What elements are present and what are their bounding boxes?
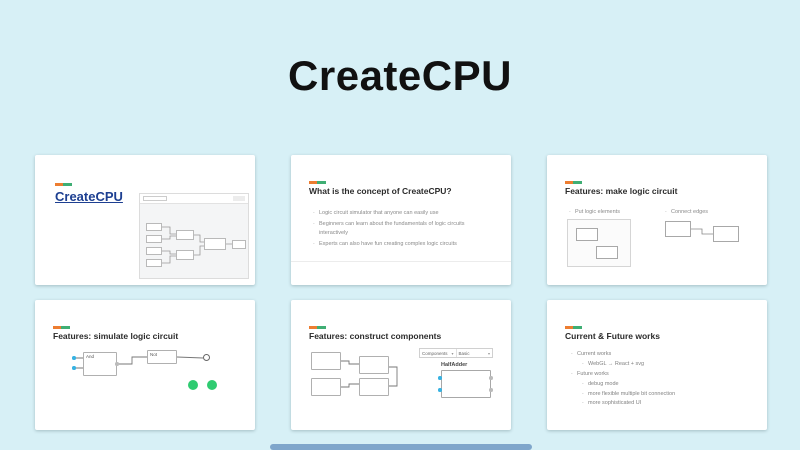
slide-thumbnail-title[interactable]: CreateCPU — [35, 155, 255, 285]
input-port — [438, 376, 442, 380]
gate-label: And — [86, 354, 95, 359]
components-dropdown-label: Components — [422, 350, 448, 356]
input-port[interactable] — [72, 356, 76, 360]
accent-green-segment — [317, 181, 326, 184]
mini-element — [359, 356, 389, 374]
app-toolbar — [140, 194, 248, 204]
mini-editor-panel — [567, 219, 631, 267]
and-gate: And — [83, 352, 117, 376]
slide-title: Current & Future works — [565, 331, 660, 341]
accent-orange-segment — [53, 326, 61, 329]
circuit-wires — [75, 356, 204, 369]
accent-green-segment — [63, 183, 72, 186]
category-dropdown-label: Basic — [458, 350, 470, 356]
accent-orange-segment — [565, 181, 573, 184]
accent-green-segment — [317, 326, 326, 329]
input-port — [438, 388, 442, 392]
slide-thumbnail-simulate[interactable]: Features: simulate logic circuit And Not — [35, 300, 255, 430]
mini-element — [596, 246, 618, 259]
accent-green-segment — [61, 326, 70, 329]
page-title: CreateCPU — [288, 52, 512, 99]
accent-bar — [309, 326, 326, 329]
gate-label: Not — [150, 352, 158, 357]
mini-element — [146, 259, 162, 267]
chevron-down-icon: ▾ — [487, 350, 490, 356]
slide-title: CreateCPU — [55, 189, 123, 204]
bullet-item: Put logic elements — [569, 209, 620, 215]
mini-element — [146, 247, 162, 255]
slide-title: Features: make logic circuit — [565, 186, 678, 196]
accent-bar — [565, 181, 582, 184]
halfadder-label: HalfAdder — [441, 362, 468, 368]
accent-orange-segment — [55, 183, 63, 186]
list-item: Current works — [571, 350, 675, 360]
input-port[interactable] — [72, 366, 76, 370]
output-port — [115, 362, 119, 366]
accent-orange-segment — [565, 326, 573, 329]
accent-bar — [565, 326, 582, 329]
slide-title: What is the concept of CreateCPU? — [309, 186, 452, 196]
accent-green-segment — [573, 181, 582, 184]
mini-element — [311, 352, 341, 370]
halfadder-component — [441, 370, 491, 398]
bullet-item: Experts can also have fun creating compl… — [313, 240, 493, 249]
chevron-down-icon: ▾ — [451, 350, 454, 356]
accent-green-segment — [573, 326, 582, 329]
list-item: more sophisticated UI — [582, 399, 675, 409]
mini-element — [359, 378, 389, 396]
output-lamp — [203, 354, 210, 361]
mini-element — [232, 240, 246, 249]
mini-element — [176, 250, 194, 260]
list-item: more flexible multiple bit connection — [582, 390, 675, 400]
output-port — [489, 376, 493, 380]
slide-thumbnail-concept[interactable]: What is the concept of CreateCPU? Logic … — [291, 155, 511, 285]
horizontal-scrollbar-thumb[interactable] — [270, 444, 532, 450]
slide-title: Features: simulate logic circuit — [53, 331, 179, 341]
list-item: debug mode — [582, 380, 675, 390]
list-item: Future works — [571, 370, 675, 380]
slide-grid: CreateCPU — [35, 155, 767, 430]
component-dropdown-bar: Components ▾ Basic ▾ — [419, 348, 493, 358]
output-port — [489, 388, 493, 392]
mini-element — [204, 238, 226, 250]
components-dropdown[interactable]: Components ▾ — [420, 349, 456, 357]
slide-thumbnail-components[interactable]: Features: construct components Component… — [291, 300, 511, 430]
toggle-button[interactable] — [207, 380, 217, 390]
toggle-button[interactable] — [188, 380, 198, 390]
slide-title: Features: construct components — [309, 331, 442, 341]
mini-element — [665, 221, 691, 237]
mini-element — [146, 223, 162, 231]
slide-footer-divider — [291, 261, 511, 262]
mini-element — [713, 226, 739, 242]
list-item: WebGL → React + svg — [582, 360, 675, 370]
bullet-item: Beginners can learn about the fundamenta… — [313, 220, 493, 237]
works-list: Current works WebGL → React + svg Future… — [571, 350, 675, 409]
mini-element — [176, 230, 194, 240]
accent-bar — [309, 181, 326, 184]
app-toolbar-select — [143, 196, 167, 201]
accent-bar — [53, 326, 70, 329]
slide-thumbnail-make-circuit[interactable]: Features: make logic circuit Put logic e… — [547, 155, 767, 285]
app-toolbar-button — [233, 196, 245, 201]
mini-element — [311, 378, 341, 396]
accent-bar — [55, 183, 77, 186]
bullet-item: Connect edges — [665, 209, 708, 215]
mini-element — [146, 235, 162, 243]
bullet-list: Logic circuit simulator that anyone can … — [313, 209, 493, 251]
app-screenshot — [139, 193, 249, 279]
slide-thumbnail-works[interactable]: Current & Future works Current works Web… — [547, 300, 767, 430]
category-dropdown[interactable]: Basic ▾ — [455, 349, 493, 357]
accent-orange-segment — [309, 181, 317, 184]
not-gate: Not — [147, 350, 177, 364]
accent-orange-segment — [309, 326, 317, 329]
mini-element — [576, 228, 598, 241]
bullet-item: Logic circuit simulator that anyone can … — [313, 209, 493, 218]
